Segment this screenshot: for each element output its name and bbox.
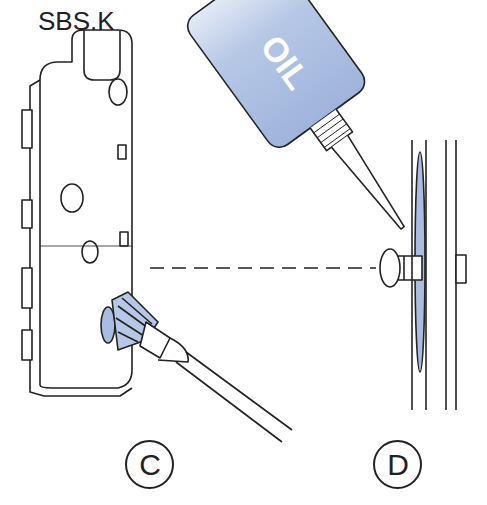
brush — [112, 292, 292, 442]
step-circle: C — [125, 440, 174, 489]
step-circle: D — [373, 440, 422, 489]
pin — [380, 249, 422, 287]
sbs-k-plate — [22, 30, 132, 396]
oil-bottle — [182, 0, 449, 262]
alignment-line — [150, 267, 376, 269]
step-letter: C — [139, 450, 161, 480]
part-name: SBS.K — [38, 8, 115, 34]
step-letter: D — [387, 450, 409, 480]
